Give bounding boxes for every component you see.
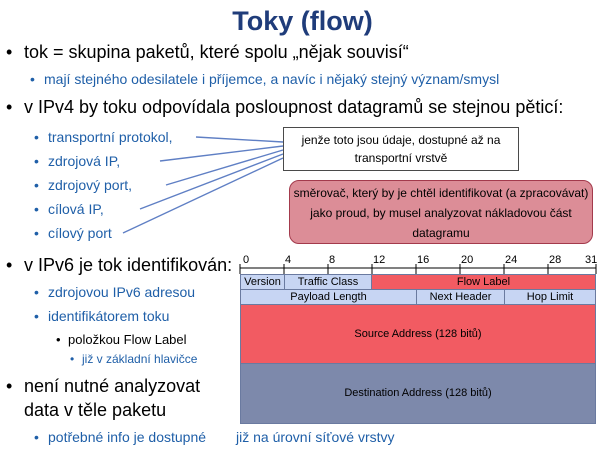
five-tuple-item: zdrojový port, <box>34 177 132 193</box>
network-layer-note: již na úrovní síťové vrstvy <box>236 429 395 445</box>
bullet-no-payload-analysis-cont: data v těle paketu <box>24 400 167 420</box>
traffic-class-field: Traffic Class <box>284 274 372 290</box>
bit-tick: 16 <box>417 254 430 266</box>
bullet-flow-label-field: položkou Flow Label <box>56 332 186 347</box>
destination-address-field: Destination Address (128 bitů) <box>240 363 596 424</box>
five-tuple-item: cílová IP, <box>34 201 104 217</box>
bit-tick: 28 <box>549 254 562 266</box>
five-tuple-item: zdrojová IP, <box>34 153 120 169</box>
five-tuple-item: cílový port <box>34 225 112 241</box>
bit-tick: 31 <box>585 254 598 266</box>
bit-tick: 8 <box>329 254 336 266</box>
bullet-ipv4-flow: v IPv4 by toku odpovídala posloupnost da… <box>6 97 563 118</box>
bit-tick: 12 <box>373 254 386 266</box>
version-field: Version <box>240 274 285 290</box>
source-address-field: Source Address (128 bitů) <box>240 304 596 364</box>
bit-tick: 0 <box>243 254 250 266</box>
transport-layer-note: jenže toto jsou údaje, dostupné až na tr… <box>283 127 519 171</box>
five-tuple-item: transportní protokol, <box>34 129 172 145</box>
router-analysis-note: směrovač, který by je chtěl identifikova… <box>289 180 593 244</box>
flow-label-field: Flow Label <box>371 274 596 290</box>
bullet-same-sender-receiver: mají stejného odesilatele i příjemce, a … <box>30 71 499 87</box>
payload-length-field: Payload Length <box>240 289 417 305</box>
slide-title: Toky (flow) <box>232 6 373 36</box>
bit-tick: 4 <box>285 254 292 266</box>
bullet-ipv6-flow: v IPv6 je tok identifikován: <box>6 255 232 276</box>
bullet-source-ipv6: zdrojovou IPv6 adresou <box>34 284 195 300</box>
next-header-field: Next Header <box>416 289 505 305</box>
bit-tick: 20 <box>461 254 474 266</box>
bullet-no-payload-analysis: není nutné analyzovat <box>6 376 200 397</box>
bullet-flow-identifier: identifikátorem toku <box>34 308 169 324</box>
hop-limit-field: Hop Limit <box>504 289 596 305</box>
bit-tick: 24 <box>505 254 518 266</box>
bullet-flow-definition: tok = skupina paketů, které spolu „nějak… <box>6 42 409 63</box>
bullet-info-available: potřebné info je dostupné <box>34 429 206 445</box>
bullet-base-header: již v základní hlavičce <box>70 352 197 366</box>
